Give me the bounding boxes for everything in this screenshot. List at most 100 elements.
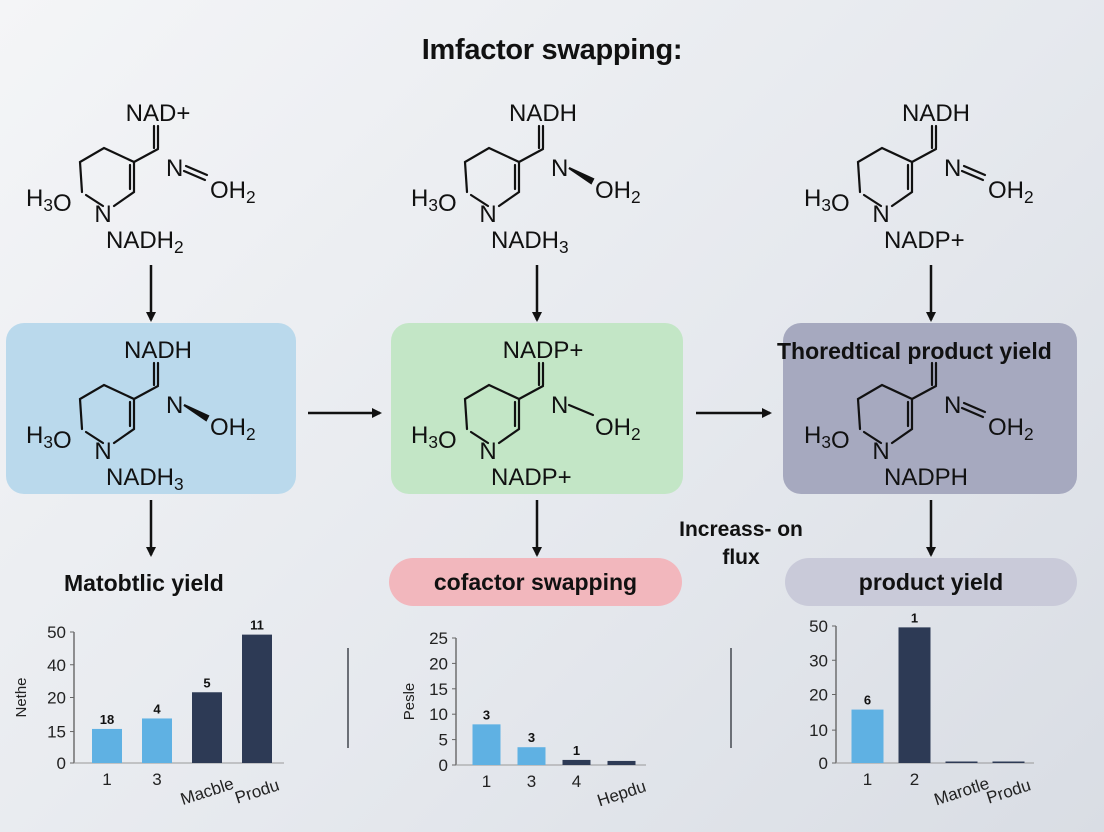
bar [898, 627, 931, 763]
bar [562, 759, 591, 765]
molecule-bottom-label: NADH2 [106, 227, 184, 257]
molecule-bottom-label: NADPH [884, 464, 968, 491]
ring-bonds [463, 146, 521, 208]
sidechain-bond [132, 384, 160, 401]
oxygen-nitrogen-bond [84, 430, 105, 445]
y-tick-label: 15 [47, 723, 66, 742]
oxygen-nitrogen-bond [862, 430, 883, 445]
molecule-substituent: OH2 [988, 414, 1034, 444]
oxygen-nitrogen-bond [862, 193, 883, 208]
metabolic-yield-label: Matobtlic yield [64, 570, 224, 596]
molecule-ring-nitrogen: N [479, 201, 496, 228]
bar-data-label: 5 [203, 675, 210, 690]
molecule-bonds [78, 124, 209, 208]
flux-label-line1: Increass- on [679, 518, 803, 541]
y-axis-label: Nethe [13, 677, 30, 717]
sidechain-bond [517, 147, 545, 164]
x-category-label: Produ [984, 775, 1033, 807]
ring-bonds [856, 146, 914, 208]
product-yield-pill: product yield [785, 558, 1077, 606]
molecule-top-label: NADH [902, 100, 970, 127]
bar [851, 709, 884, 763]
x-category-label: 1 [102, 770, 111, 789]
x-category-label: 1 [863, 770, 872, 789]
x-category-label: 1 [482, 772, 491, 791]
bar-data-label: 4 [153, 701, 161, 716]
molecule-ring-nitrogen: N [872, 438, 889, 465]
y-tick-label: 5 [439, 731, 448, 750]
molecule-side-nitrogen: N [166, 392, 183, 419]
oxygen-nitrogen-bond [469, 193, 490, 208]
y-tick-label: 20 [429, 654, 448, 673]
x-category-label: 3 [152, 770, 161, 789]
molecule-top-label: NADH [509, 100, 577, 127]
sidechain-bond [132, 147, 160, 164]
cofactor-swapping-pill: cofactor swapping [389, 558, 682, 606]
molecule-ring-nitrogen: N [872, 201, 889, 228]
bar [945, 761, 978, 763]
molecule-bonds [856, 124, 987, 208]
molecule-bonds [463, 361, 595, 445]
molecule-side-nitrogen: N [166, 155, 183, 182]
y-tick-label: 15 [429, 680, 448, 699]
molecule-bottom-label: NADP+ [491, 464, 572, 491]
molecule-left-group: H3O [26, 422, 72, 454]
bar-data-label: 6 [864, 693, 871, 708]
substituent-bond-b [960, 169, 985, 182]
y-tick-label: 0 [57, 754, 66, 773]
molecule-substituent: OH2 [988, 177, 1034, 207]
bar-data-label: 1 [911, 610, 918, 625]
molecule-top-label: NADH [124, 337, 192, 364]
y-tick-label: 10 [429, 705, 448, 724]
y-tick-label: 40 [47, 656, 66, 675]
substituent-bond [567, 403, 595, 417]
y-tick-label: 20 [47, 689, 66, 708]
ring-bonds [78, 146, 136, 208]
molecule-bottom-label: NADP+ [884, 227, 965, 254]
bar [92, 728, 122, 763]
y-tick-label: 0 [439, 756, 448, 775]
substituent-wedge [568, 167, 595, 185]
molecule-substituent: OH2 [210, 414, 256, 444]
molecule-side-nitrogen: N [944, 392, 961, 419]
divider-left [347, 648, 349, 748]
molecule-substituent: OH2 [595, 414, 641, 444]
divider-right [730, 648, 732, 748]
molecule-substituent: OH2 [595, 177, 641, 207]
molecule-left-group: H3O [411, 185, 457, 217]
molecule-left-group: H3O [804, 185, 850, 217]
oxygen-nitrogen-bond [469, 430, 490, 445]
y-tick-label: 30 [809, 651, 828, 670]
sidechain-bond [910, 384, 938, 401]
bar [192, 692, 222, 763]
theoretical-yield-heading: Thoredtical product yield [777, 338, 1052, 364]
molecule-top-label: NAD+ [126, 100, 191, 127]
substituent-bond-a [962, 401, 987, 414]
molecule-side-nitrogen: N [944, 155, 961, 182]
x-category-label: 2 [910, 770, 919, 789]
y-tick-label: 50 [47, 623, 66, 642]
bar [607, 760, 636, 765]
molecule-ring-nitrogen: N [94, 201, 111, 228]
molecule-left-group: H3O [26, 185, 72, 217]
ring-bonds [856, 383, 914, 445]
bar-data-label: 11 [250, 618, 264, 633]
diagram-title: Imfactor swapping: [421, 34, 683, 66]
bar [242, 634, 272, 763]
molecule-left-group: H3O [804, 422, 850, 454]
theoretical-yield-box [783, 323, 1077, 494]
molecule-ring-nitrogen: N [479, 438, 496, 465]
